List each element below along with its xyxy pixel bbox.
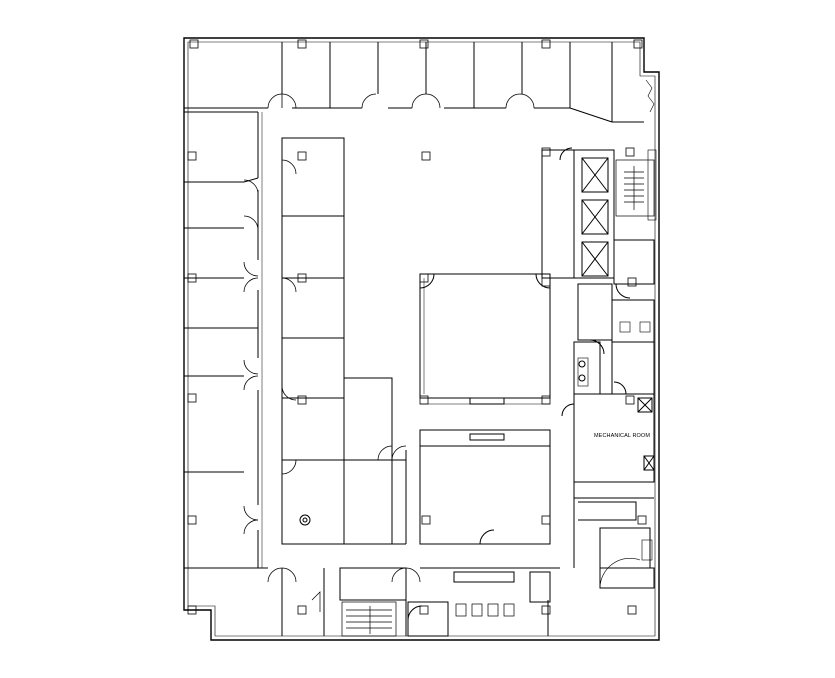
exterior-walls xyxy=(183,37,660,641)
conference-room-lower xyxy=(419,429,551,545)
exterior-detail xyxy=(645,79,657,221)
mechanical-room-label: MECHANICAL ROOM xyxy=(594,433,650,439)
column-icon xyxy=(187,39,647,615)
left-offices xyxy=(184,112,268,569)
stair-icon xyxy=(615,159,655,217)
inner-offices xyxy=(281,137,407,545)
drain-icon xyxy=(299,514,311,526)
conference-room-upper xyxy=(419,273,551,405)
door-swing-icon xyxy=(267,93,535,109)
elevator-icon xyxy=(581,157,609,277)
bottom-rooms xyxy=(281,567,560,637)
elevator-core xyxy=(541,147,615,279)
door-swing-icon xyxy=(243,179,421,583)
mechanical-room: MECHANICAL ROOM xyxy=(561,393,655,483)
stair-icon xyxy=(341,601,397,637)
top-offices xyxy=(184,42,644,142)
lower-right-rooms xyxy=(573,482,655,589)
door-swing-icon xyxy=(281,159,407,475)
service-core xyxy=(573,239,655,395)
